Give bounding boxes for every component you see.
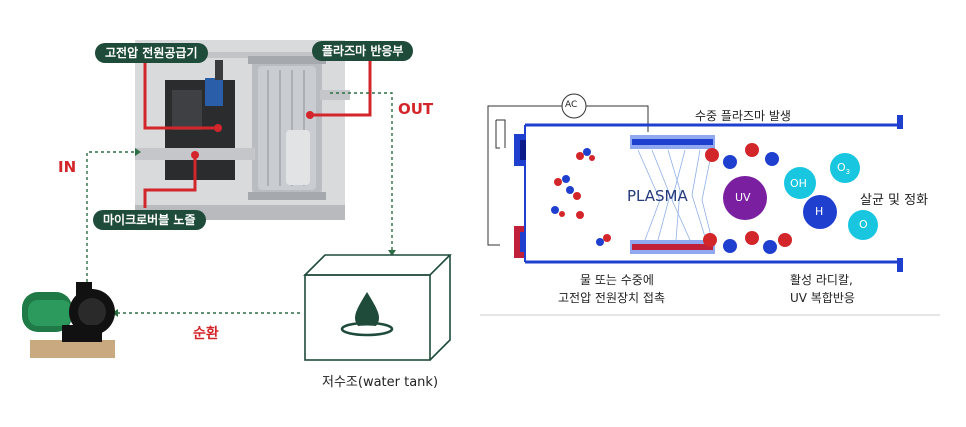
h-label: H: [815, 205, 824, 218]
label-circulation: 순환: [193, 326, 219, 342]
plasma-machine: [135, 40, 350, 220]
water-drop-icon: [340, 292, 394, 337]
o3-label: O3: [837, 161, 850, 176]
radical-caption-line2: UV 복합반응: [790, 291, 855, 305]
label-in: IN: [58, 158, 77, 176]
plasma-electrodes: [630, 135, 715, 254]
uv-label: UV: [735, 191, 751, 204]
water-molecules: [551, 148, 611, 246]
oh-circle: [784, 167, 816, 199]
h-circle: [803, 195, 837, 229]
end-electrodes: [514, 134, 526, 258]
uv-circle: [723, 176, 767, 220]
water-tank: [303, 254, 452, 361]
contact-caption-line1: 물 또는 수중에: [580, 273, 654, 287]
o3-letter: O: [837, 161, 846, 174]
o-label: O: [859, 218, 868, 231]
oh-label: OH: [790, 177, 807, 190]
ac-wiring: [487, 105, 649, 246]
sterilization-label: 살균 및 정화: [860, 193, 929, 208]
o3-subscript: 3: [845, 168, 851, 177]
callout-lines: [143, 60, 372, 208]
tank-caption: 저수조(water tank): [322, 375, 439, 390]
plasma-discharge: [637, 149, 713, 241]
o-circle: [848, 210, 878, 240]
ions: [703, 143, 792, 254]
plasma-label: PLASMA: [627, 187, 688, 205]
ac-label: AC: [565, 100, 578, 110]
contact-caption-line2: 고전압 전원장치 접촉: [558, 291, 665, 305]
plasma-reaction-diagram: [480, 93, 940, 316]
flow-lines: [86, 92, 393, 314]
underwater-plasma-label: 수중 플라즈마 발생: [695, 109, 791, 123]
label-microbubble-nozzle: 마이크로버블 노즐: [93, 210, 206, 230]
pump: [22, 282, 115, 358]
system-diagram: [22, 40, 452, 361]
ac-source-icon: [561, 93, 587, 119]
radical-caption-line1: 활성 라디칼,: [790, 273, 853, 287]
label-power-supply: 고전압 전원공급기: [95, 43, 208, 63]
label-out: OUT: [398, 100, 434, 118]
o3-circle: [830, 153, 860, 183]
label-plasma-reactor: 플라즈마 반응부: [312, 41, 414, 61]
